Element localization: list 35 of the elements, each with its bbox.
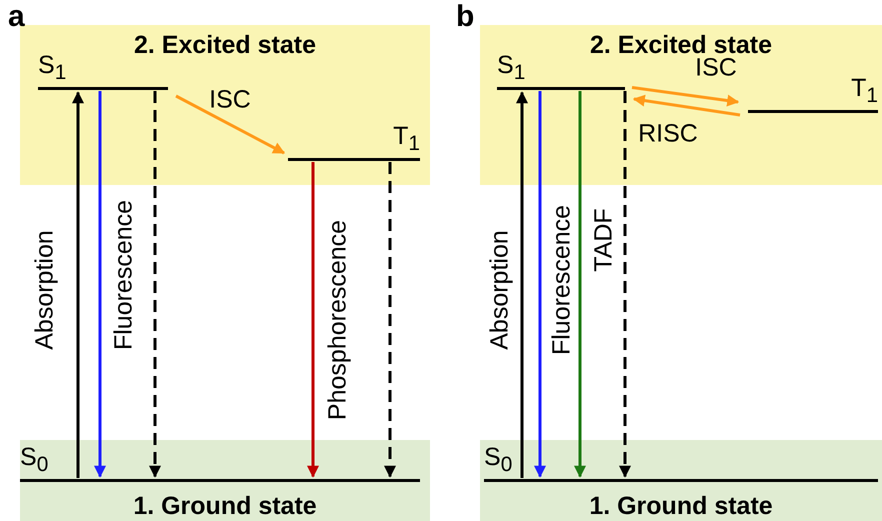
level-label: T$_{1}$ bbox=[851, 74, 878, 108]
level-label: S$_{0}$ bbox=[484, 443, 512, 477]
transition-label: Phosphorescence bbox=[324, 220, 352, 420]
arrow bbox=[534, 91, 546, 478]
band-title: 1. Ground state bbox=[132, 492, 318, 521]
arrow bbox=[516, 91, 528, 478]
arrow bbox=[175, 94, 286, 154]
energy-band bbox=[480, 440, 882, 521]
transition-label: Absorption bbox=[486, 230, 514, 350]
arrow bbox=[632, 86, 740, 106]
energy-band bbox=[480, 25, 882, 185]
transition-label: Fluorescence bbox=[548, 204, 576, 356]
transition-label: RISC bbox=[638, 120, 698, 148]
energy-band bbox=[20, 25, 430, 185]
panel-letter: a bbox=[8, 0, 25, 34]
arrow bbox=[94, 91, 106, 478]
transition-label: ISC bbox=[209, 86, 251, 114]
transition-label: TADF bbox=[590, 208, 618, 272]
arrow bbox=[632, 94, 740, 116]
level-label: S$_{1}$ bbox=[38, 51, 66, 85]
band-title: 2. Excited state bbox=[132, 31, 318, 60]
level-label: S$_{0}$ bbox=[20, 443, 48, 477]
level-label: S$_{1}$ bbox=[497, 51, 526, 85]
arrow bbox=[307, 162, 319, 478]
level-label: T$_{1}$ bbox=[393, 122, 420, 156]
panel-letter: b bbox=[456, 0, 474, 34]
arrow bbox=[619, 91, 631, 478]
energy-band bbox=[20, 440, 430, 521]
arrow bbox=[149, 91, 161, 478]
transition-label: Fluorescence bbox=[110, 200, 138, 350]
arrow bbox=[384, 162, 396, 478]
band-title: 1. Ground state bbox=[588, 492, 774, 521]
arrow bbox=[574, 91, 586, 478]
arrow bbox=[72, 91, 84, 478]
transition-label: Absorption bbox=[30, 230, 60, 350]
